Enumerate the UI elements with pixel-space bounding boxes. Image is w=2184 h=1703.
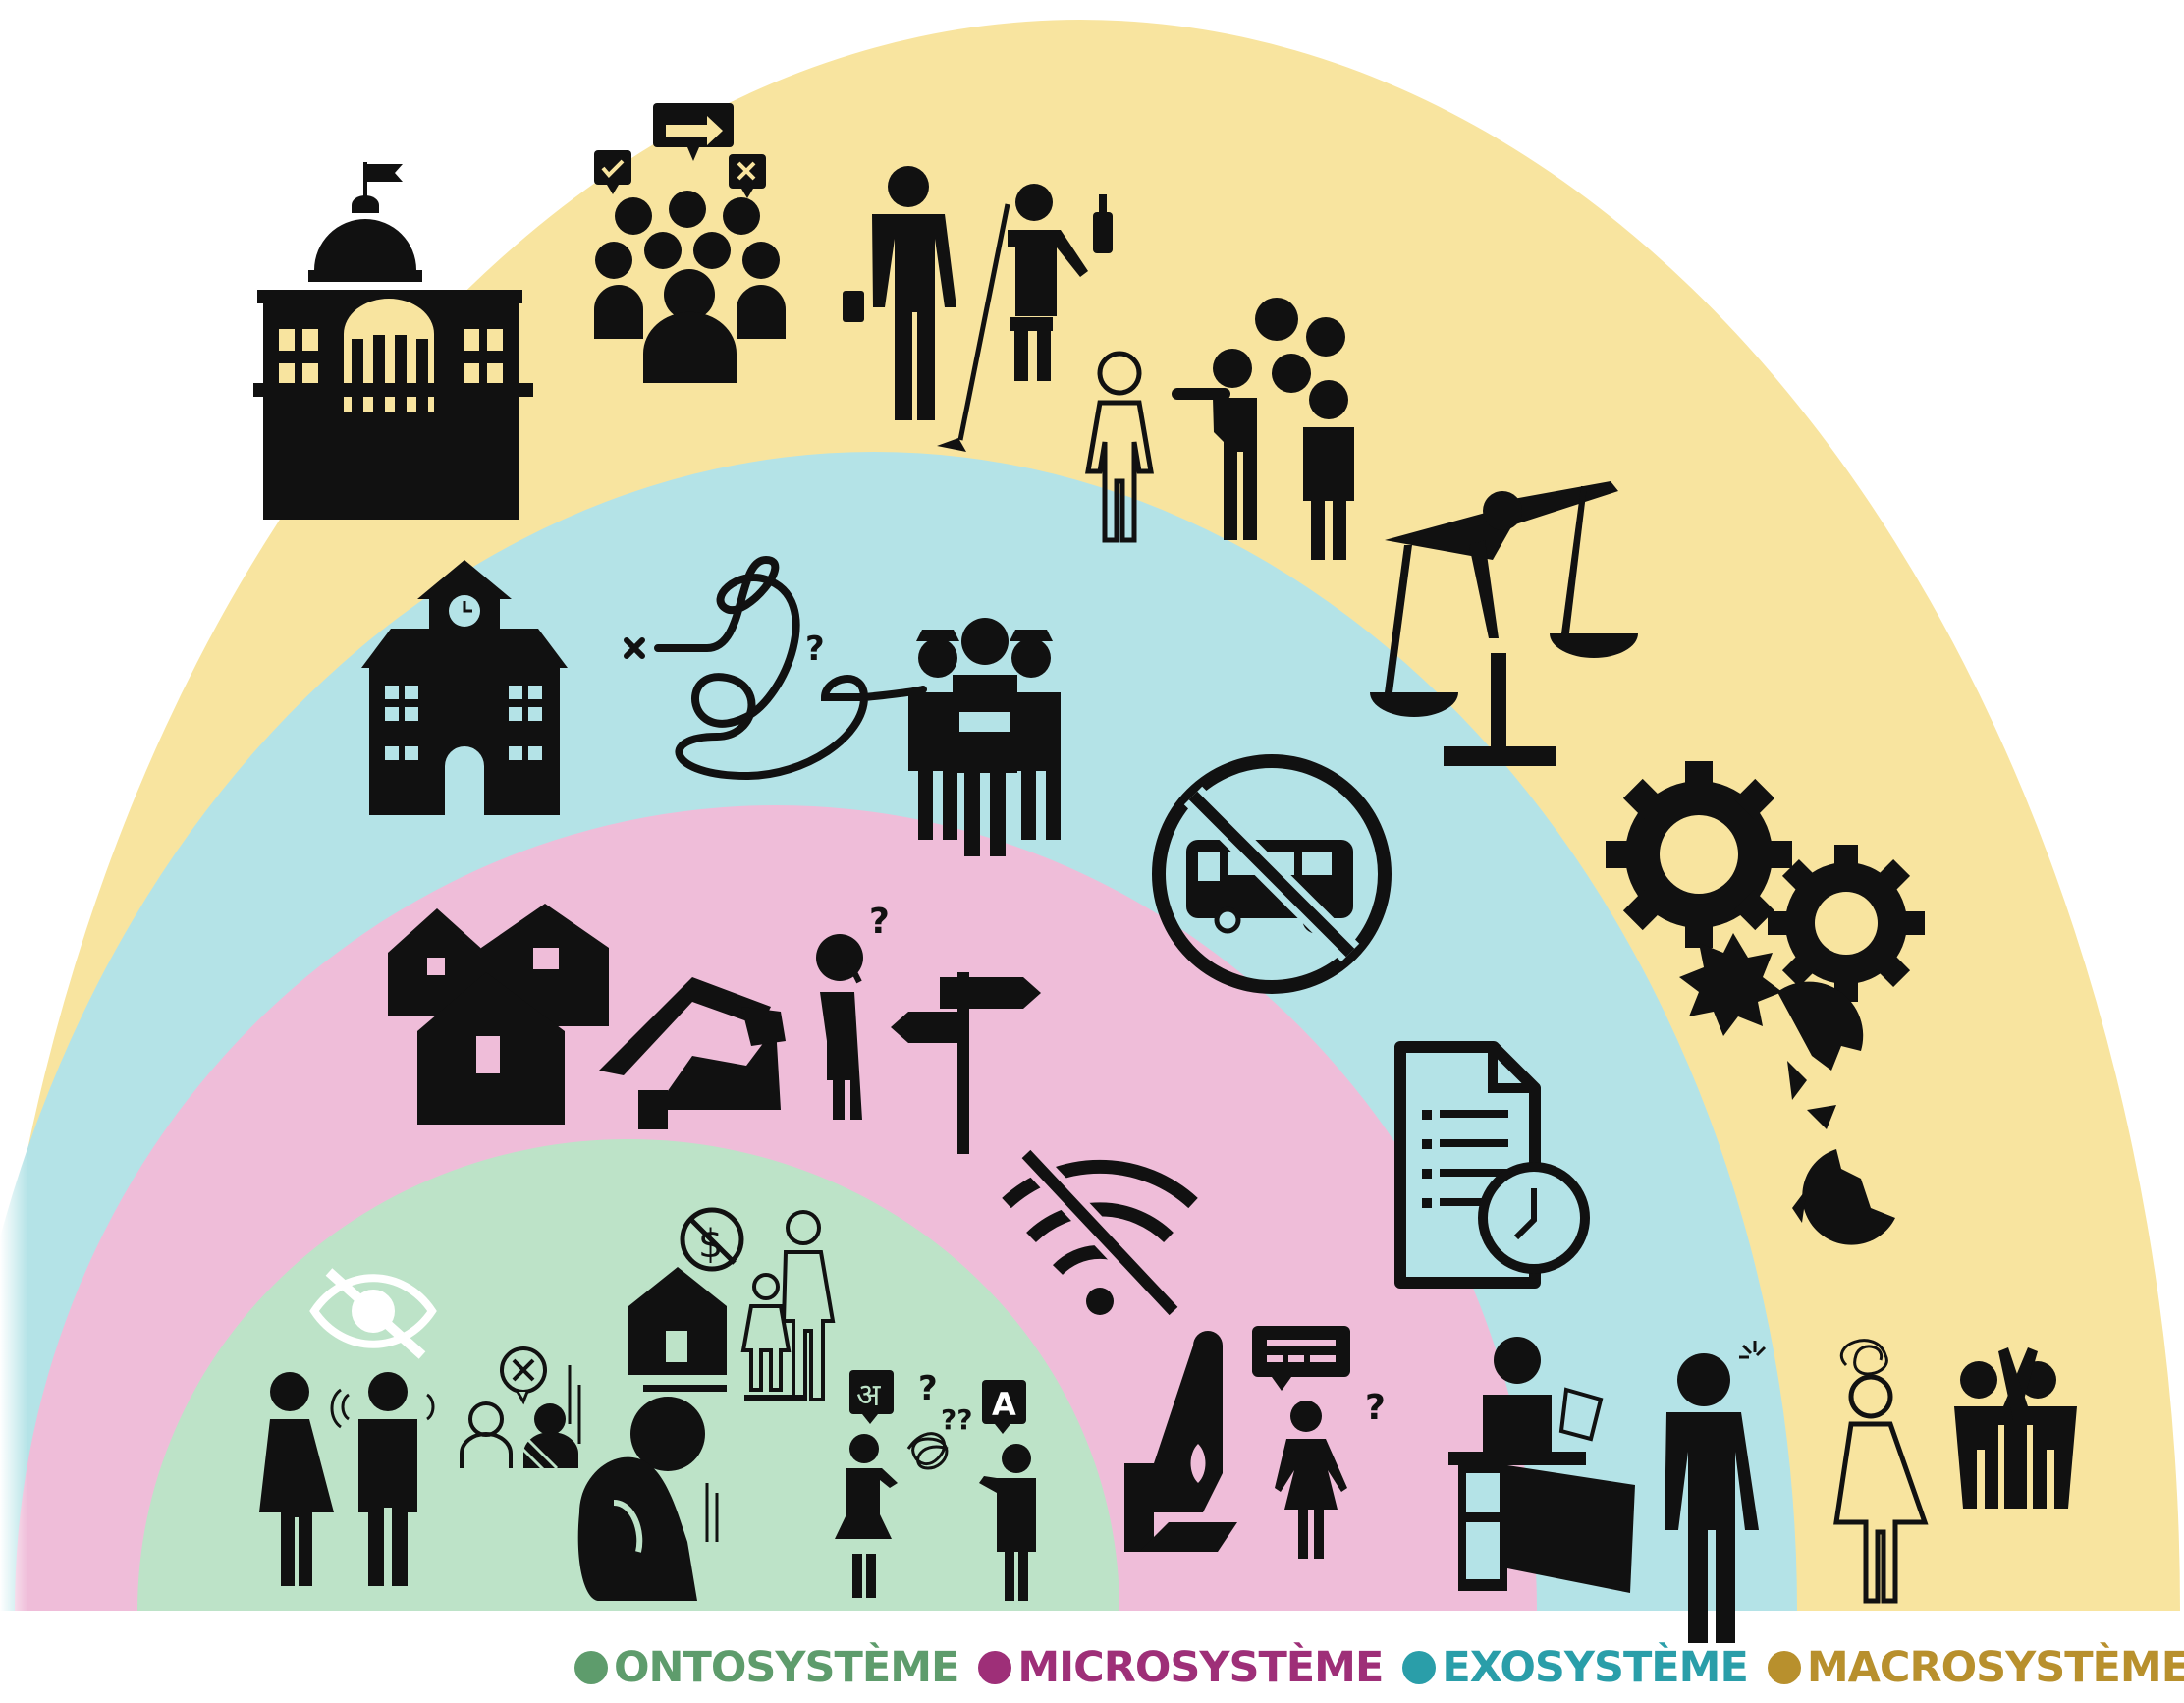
document-clock-icon [1394, 1041, 1590, 1289]
social-exclusion-icon [1085, 298, 1354, 560]
legend-dot-exosysteme [1402, 1651, 1437, 1684]
legend-label-ontosysteme: ONTOSYSTÈME [614, 1642, 959, 1692]
conversation-refusal-icon [460, 1346, 578, 1475]
broken-gears-icon [1606, 761, 1925, 1245]
police-group-icon [908, 618, 1061, 856]
legend: ONTOSYSTÈME MICROSYSTÈME EXOSYSTÈME MACR… [574, 1638, 2184, 1697]
tangled-path-icon: ? [624, 555, 927, 781]
hindi-letter-glyph: अ [856, 1376, 881, 1413]
legend-item-ontosysteme: ONTOSYSTÈME [574, 1642, 959, 1692]
question-mark-glyph: ? [1365, 1388, 1386, 1428]
government-building-icon [253, 162, 533, 520]
no-wifi-icon [1002, 1145, 1198, 1320]
couple-icon [259, 1372, 435, 1586]
stressed-person-high-five-icon [1833, 1339, 2077, 1604]
legend-item-microsysteme: MICROSYSTÈME [978, 1642, 1384, 1692]
gender-roles-icon [843, 166, 1113, 452]
houses-icon [388, 904, 609, 1125]
crowd-opinions-icon [594, 103, 786, 383]
legend-dot-macrosysteme [1767, 1651, 1801, 1684]
legend-item-exosysteme: EXOSYSTÈME [1402, 1642, 1749, 1692]
legend-item-macrosysteme: MACROSYSTÈME [1767, 1642, 2184, 1692]
collapsed-house-icon [599, 977, 786, 1129]
language-barrier-icon: अ A ? ?? [835, 1369, 1036, 1601]
question-mark-glyph: ? [869, 902, 890, 942]
no-bus-icon [1152, 754, 1392, 994]
double-question-glyph: ?? [941, 1403, 972, 1436]
legend-label-macrosysteme: MACROSYSTÈME [1806, 1642, 2184, 1692]
broken-justice-scale-icon [1370, 481, 1638, 766]
legend-dot-ontosysteme [574, 1651, 608, 1684]
latin-letter-glyph: A [992, 1386, 1016, 1423]
stop-hand-child-icon: ? [1124, 1326, 1386, 1559]
legend-dot-microsysteme [978, 1651, 1012, 1684]
sad-person-icon [568, 1365, 719, 1601]
hidden-eye-icon [309, 1268, 437, 1359]
confused-person-signpost-icon: ? [816, 902, 1041, 1154]
question-mark-glyph: ? [918, 1369, 938, 1408]
legend-label-exosysteme: EXOSYSTÈME [1442, 1642, 1748, 1692]
question-mark-glyph: ? [805, 630, 825, 669]
office-clerk-icon [1448, 1337, 1767, 1643]
legend-label-microsysteme: MICROSYSTÈME [1017, 1642, 1384, 1692]
left-fade [0, 0, 255, 1611]
school-icon [361, 560, 568, 815]
